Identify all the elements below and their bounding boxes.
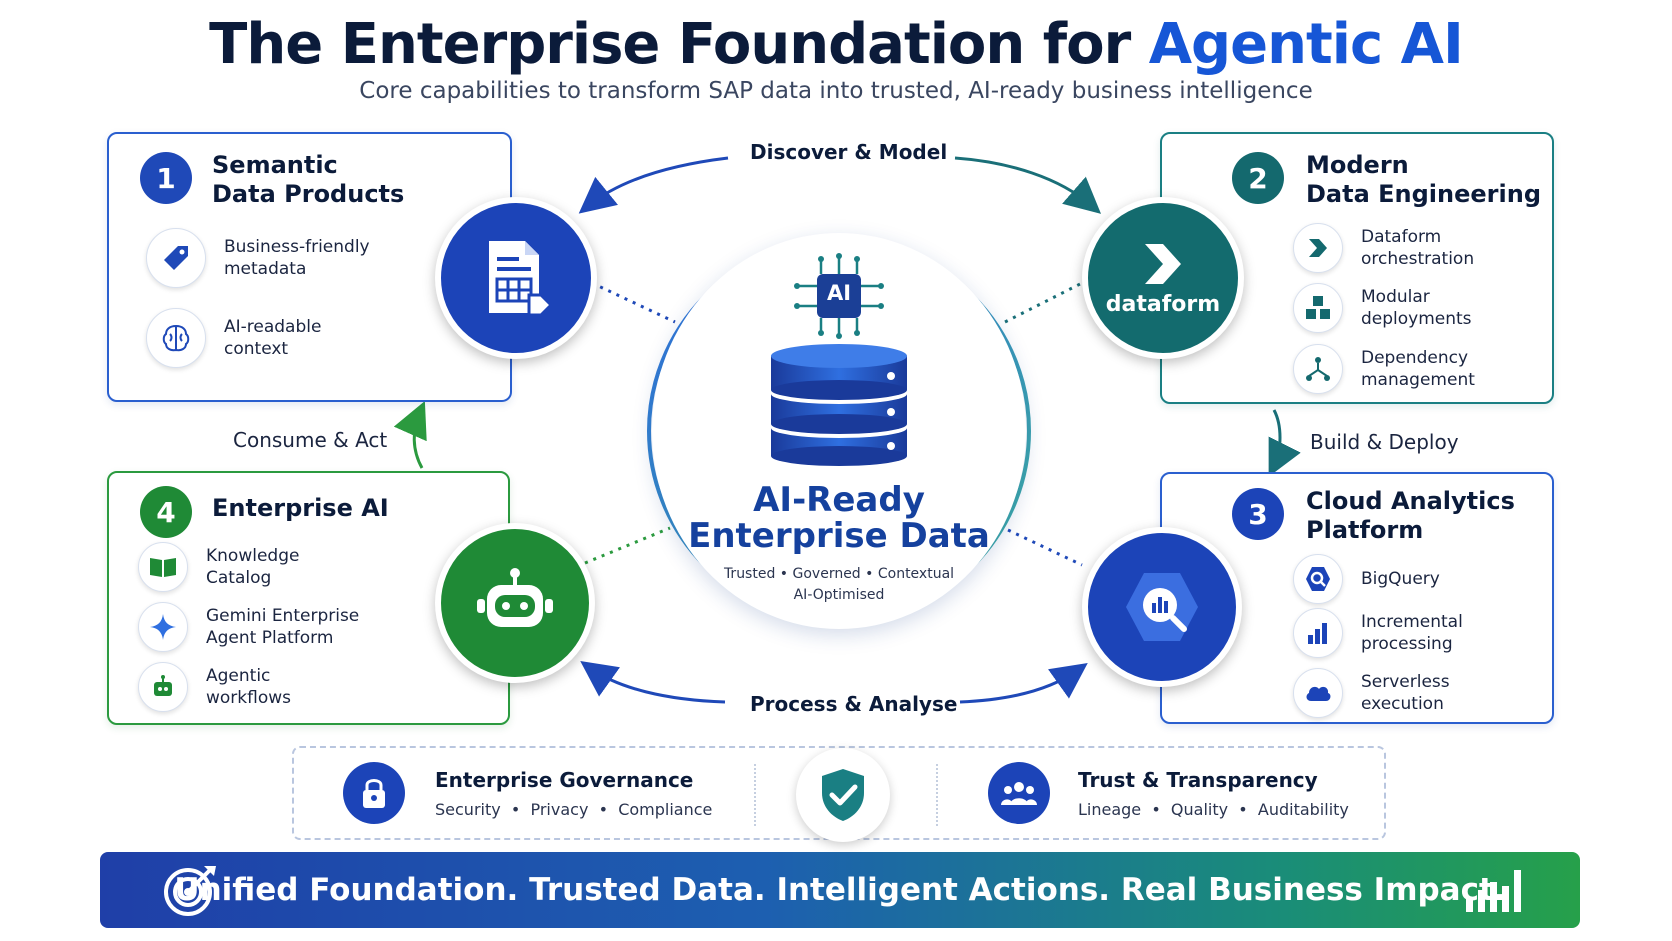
arrow-bottom-right: [959, 663, 1088, 704]
item-label: BigQuery: [1361, 569, 1440, 589]
flow-label-top: Discover & Model: [750, 140, 948, 164]
item-label: Dataform orchestration: [1361, 227, 1475, 269]
people-group-icon: [988, 762, 1050, 824]
list-item: Agentic workflows: [138, 662, 291, 712]
robot-icon: [138, 662, 188, 712]
bigquery-icon: [1293, 554, 1343, 604]
page-title: The Enterprise Foundation for Agentic AI: [0, 12, 1672, 77]
dataform-logo-icon: dataform: [1082, 197, 1244, 359]
list-item: Serverless execution: [1293, 668, 1450, 718]
title-main: The Enterprise Foundation for: [209, 12, 1149, 77]
card-number-1: 1: [140, 152, 192, 204]
growth-bars-icon: [1466, 870, 1521, 912]
cloud-icon: [1293, 668, 1343, 718]
item-label: Modular deployments: [1361, 287, 1472, 329]
governance-right-sub: Lineage • Quality • Auditability: [1078, 800, 1349, 819]
bottom-banner: [100, 852, 1580, 928]
governance-left-title: Enterprise Governance: [435, 768, 694, 792]
card-number-3: 3: [1232, 488, 1284, 540]
governance-left-sub: Security • Privacy • Compliance: [435, 800, 713, 819]
list-item: Dependency management: [1293, 344, 1475, 394]
divider: [754, 764, 758, 826]
item-label: Serverless execution: [1361, 672, 1450, 714]
cubes-icon: [1293, 283, 1343, 333]
center-title-line1: AI-Ready: [753, 480, 925, 520]
card-title-enterprise-ai: Enterprise AI: [212, 494, 389, 522]
shield-check-icon: [796, 748, 890, 842]
gemini-sparkle-icon: [138, 602, 188, 652]
list-item: Dataform orchestration: [1293, 223, 1474, 273]
center-sub-line2: AI-Optimised: [793, 587, 885, 603]
flow-label-bottom: Process & Analyse: [750, 692, 958, 716]
item-label: Agentic workflows: [206, 666, 292, 708]
arrow-top-left: [578, 156, 729, 214]
item-label: AI-readable context: [224, 317, 322, 359]
list-item: Knowledge Catalog: [138, 542, 299, 592]
arrow-left-up: [393, 401, 427, 469]
divider: [936, 764, 940, 826]
card-title-semantic: Semantic Data Products: [212, 151, 405, 208]
governance-right-title: Trust & Transparency: [1078, 768, 1318, 792]
ai-chip-label: AI: [826, 281, 852, 305]
bigquery-logo-icon: [1082, 527, 1242, 687]
flow-label-left: Consume & Act: [233, 428, 388, 452]
ai-chip-icon: [794, 253, 884, 339]
list-item: Incremental processing: [1293, 608, 1463, 658]
ai-agent-robot-icon: [435, 523, 595, 683]
list-item: BigQuery: [1293, 554, 1440, 604]
target-icon: [164, 866, 216, 916]
bar-chart-icon: [1293, 608, 1343, 658]
book-icon: [138, 542, 188, 592]
list-item: Modular deployments: [1293, 283, 1472, 333]
arrow-bottom-left: [580, 661, 726, 704]
dataform-label: dataform: [1105, 291, 1221, 317]
card-number-4: 4: [140, 486, 192, 538]
item-label: Knowledge Catalog: [206, 546, 300, 588]
tag-icon: [146, 228, 206, 288]
item-label: Business-friendly metadata: [224, 237, 370, 279]
list-item: Business-friendly metadata: [146, 228, 370, 288]
brain-icon: [146, 308, 206, 368]
banner-text: Unified Foundation. Trusted Data. Intell…: [174, 872, 1506, 908]
center-sub-line1: Trusted • Governed • Contextual: [723, 566, 955, 582]
arrow-top-right: [954, 156, 1102, 214]
card-title-analytics: Cloud Analytics Platform: [1306, 487, 1515, 544]
center-title-line2: Enterprise Data: [688, 516, 990, 556]
dataform-icon: [1293, 223, 1343, 273]
card-number-2: 2: [1232, 152, 1284, 204]
item-label: Incremental processing: [1361, 612, 1463, 654]
flow-label-right: Build & Deploy: [1310, 430, 1459, 454]
lock-icon: [343, 762, 405, 824]
database-icon: [771, 344, 907, 466]
page-subtitle: Core capabilities to transform SAP data …: [359, 78, 1313, 104]
item-label: Gemini Enterprise Agent Platform: [206, 606, 360, 648]
dependency-graph-icon: [1293, 344, 1343, 394]
arrow-right-down: [1268, 409, 1301, 477]
item-label: Dependency management: [1361, 348, 1475, 390]
card-title-engineering: Modern Data Engineering: [1306, 151, 1541, 208]
list-item: Gemini Enterprise Agent Platform: [138, 602, 359, 652]
data-product-document-icon: [435, 197, 597, 359]
list-item: AI-readable context: [146, 308, 321, 368]
title-accent: Agentic AI: [1148, 12, 1464, 77]
